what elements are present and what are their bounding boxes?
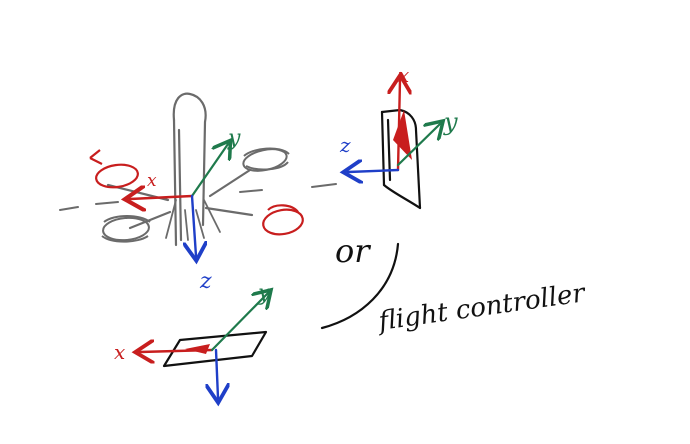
vertical-board-axes <box>348 80 440 172</box>
propeller-front-left <box>101 215 151 243</box>
flat-board-arrow <box>185 344 210 354</box>
divider-curve <box>320 242 400 330</box>
drone-y-label: y <box>227 126 241 151</box>
vertical-board-z-label: z <box>339 133 351 157</box>
flat-board-z-axis <box>216 348 218 398</box>
vertical-board-x-label: x <box>398 63 409 87</box>
propeller-front-right <box>262 204 304 236</box>
flat-board-y-axis <box>210 293 268 352</box>
flight-controller-text: flight controller <box>375 278 588 337</box>
propeller-rear-right <box>242 147 290 172</box>
flat-board-y-label: y <box>257 281 271 306</box>
vertical-board-y-axis <box>396 124 440 167</box>
flat-board-axes <box>140 293 268 398</box>
flat-board <box>162 330 268 368</box>
propeller-rear-left <box>89 149 139 189</box>
or-text: or <box>335 232 371 270</box>
vertical-board-y-label: y <box>443 108 458 136</box>
flat-board-x-label: x <box>114 340 125 364</box>
drone-x-label: x <box>147 171 157 191</box>
drone-x-axis <box>130 196 194 199</box>
vertical-board-x-axis <box>398 80 400 172</box>
drone-z-label: z <box>199 269 212 294</box>
drone-axes <box>130 144 228 256</box>
vertical-board-arrow <box>393 110 412 160</box>
flat-board-x-axis <box>140 350 214 352</box>
drone-y-axis <box>190 144 228 198</box>
drone-z-axis <box>192 194 196 256</box>
vertical-board-z-axis <box>348 170 400 172</box>
